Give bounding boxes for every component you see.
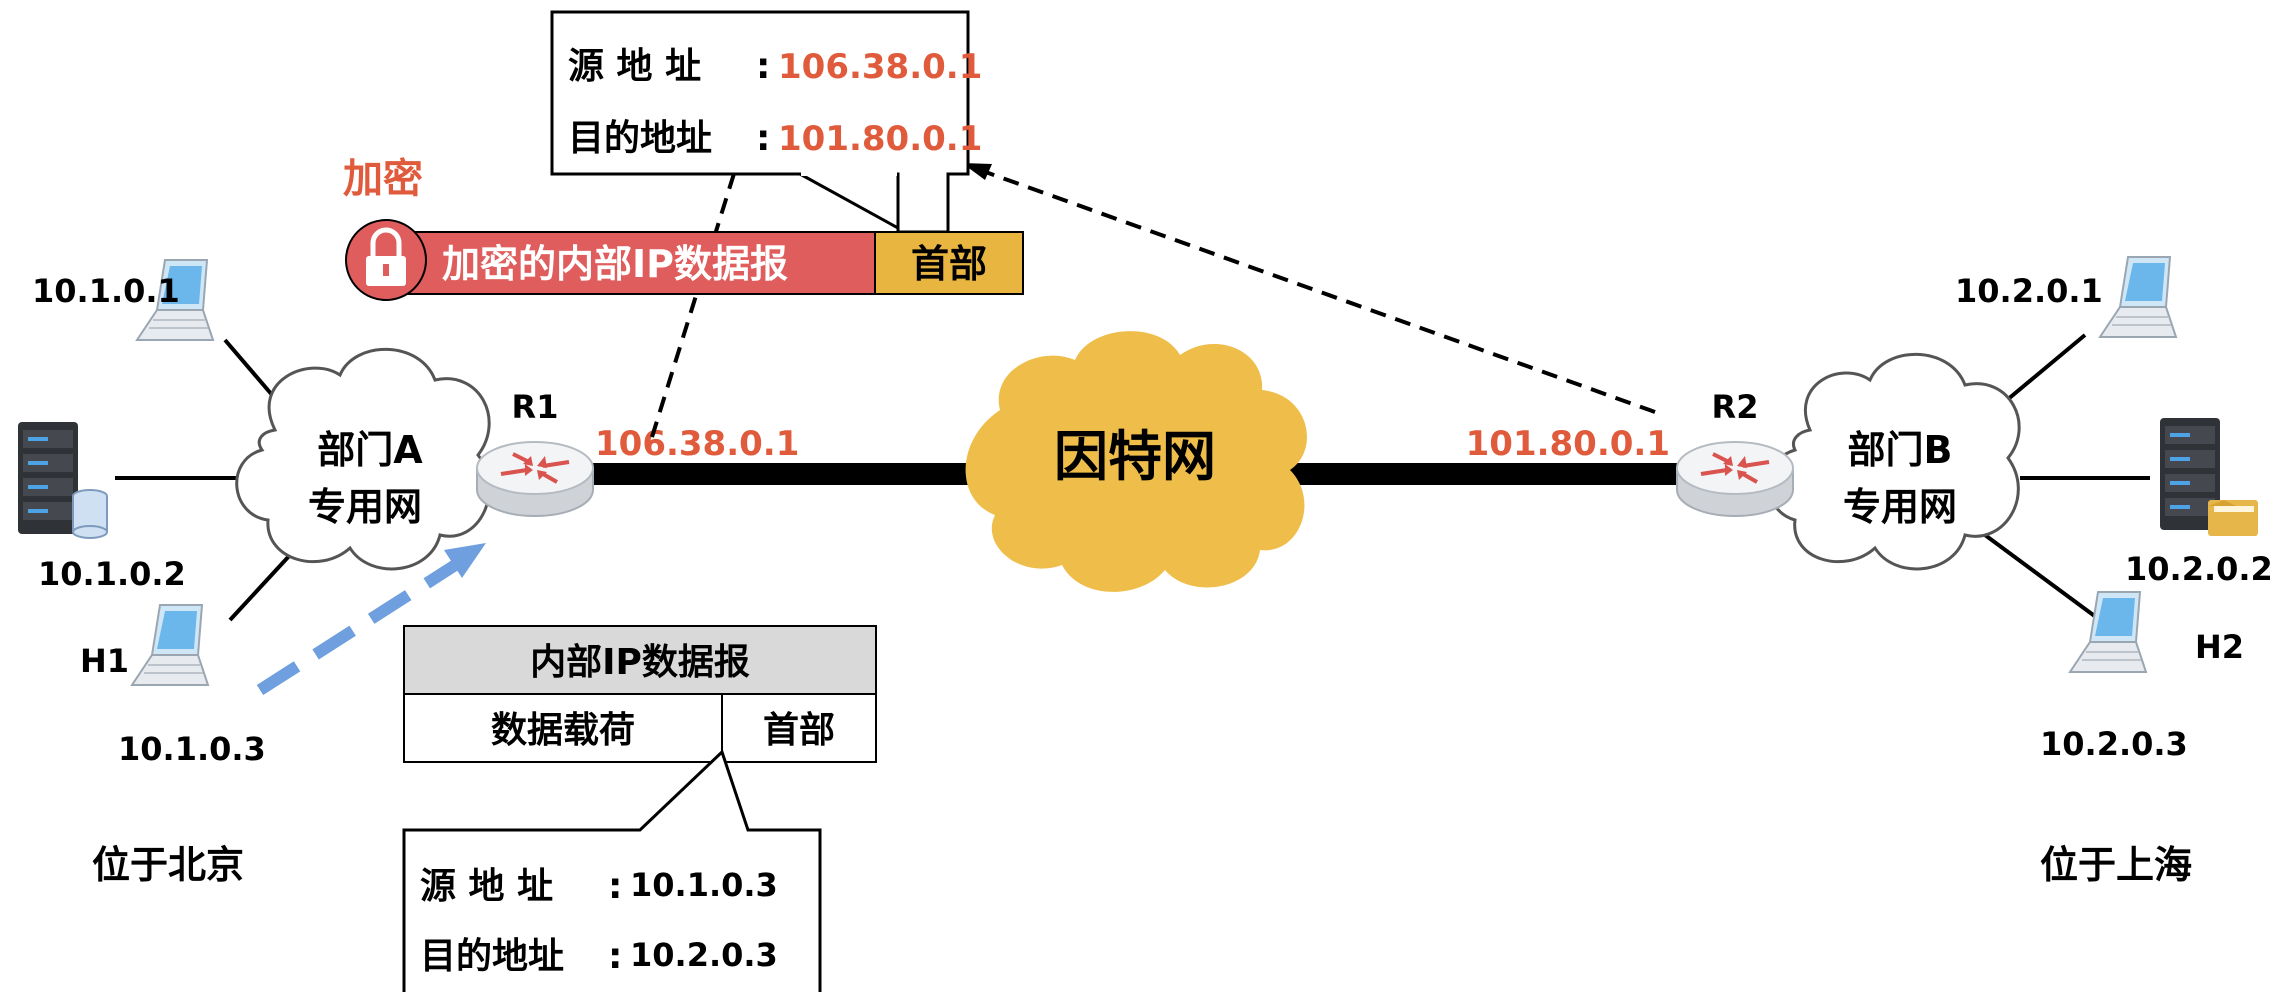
- encrypted-payload-label: 加密的内部IP数据报: [442, 242, 788, 286]
- laptop-icon-10-2-0-1: [2099, 256, 2177, 338]
- internet-label: 因特网: [1054, 425, 1216, 488]
- outer-src-value: 106.38.0.1: [778, 47, 982, 87]
- link-host-10-2-0-1: [1993, 333, 2087, 412]
- inner-src-value: 10.1.0.3: [630, 866, 778, 904]
- server-10-2-0-2-ip: 10.2.0.2: [2125, 550, 2273, 588]
- outer-header-callout: 源 地 址 : 106.38.0.1 目的地址 : 101.80.0.1: [550, 10, 982, 234]
- link-host-h1: [228, 553, 292, 622]
- outer-src-sep: :: [756, 46, 770, 87]
- router-r1: [475, 440, 595, 518]
- encryption-label: 加密: [343, 156, 423, 202]
- inner-src-label: 源 地 址: [420, 866, 553, 907]
- inner-src-sep: :: [608, 866, 622, 907]
- host-h2-ip: 10.2.0.3: [2040, 725, 2188, 763]
- outer-dst-label: 目的地址: [568, 118, 712, 159]
- router-r2: [1675, 440, 1795, 518]
- laptop-icon-h1: [131, 604, 209, 686]
- encrypted-header-label: 首部: [911, 242, 987, 286]
- outer-dst-sep: :: [756, 118, 770, 159]
- lock-icon: [345, 219, 427, 301]
- cloud-dept-b: 部门B 专用网: [1767, 352, 2021, 571]
- link-host-h2: [1983, 533, 2102, 622]
- inner-datagram: 内部IP数据报 数据载荷 首部: [403, 625, 877, 763]
- inner-header-callout: 源 地 址 : 10.1.0.3 目的地址 : 10.2.0.3: [402, 749, 822, 992]
- server-icon-10-1-0-2: [18, 422, 78, 534]
- inner-dst-sep: :: [608, 936, 622, 977]
- r2-name: R2: [1712, 388, 1759, 426]
- internet-cloud: 因特网: [965, 331, 1307, 592]
- right-location: 位于上海: [2040, 843, 2192, 887]
- host-h1-name: H1: [80, 642, 129, 680]
- inner-datagram-title: 内部IP数据报: [530, 642, 750, 683]
- cloud-b-line1: 部门B: [1848, 428, 1953, 472]
- r1-public-ip: 106.38.0.1: [595, 424, 799, 464]
- left-location: 位于北京: [92, 843, 244, 887]
- inner-payload-label: 数据载荷: [491, 710, 635, 751]
- server-10-1-0-2-ip: 10.1.0.2: [38, 555, 186, 593]
- outer-dst-value: 101.80.0.1: [778, 119, 982, 159]
- inner-dst-label: 目的地址: [420, 936, 564, 977]
- host-10-1-0-1-ip: 10.1.0.1: [32, 272, 180, 310]
- cloud-dept-a: 部门A 专用网: [235, 347, 491, 571]
- cloud-a-line1: 部门A: [317, 428, 423, 472]
- host-h1-ip: 10.1.0.3: [118, 730, 266, 768]
- inner-header-label: 首部: [763, 710, 835, 751]
- cloud-a-line2: 专用网: [308, 485, 422, 529]
- r1-name: R1: [512, 388, 559, 426]
- h1-to-r1-arrow: [256, 543, 486, 696]
- host-h2-name: H2: [2195, 628, 2244, 666]
- host-10-2-0-1-ip: 10.2.0.1: [1955, 272, 2103, 310]
- r2-public-ip: 101.80.0.1: [1466, 424, 1670, 464]
- outer-src-label: 源 地 址: [568, 46, 701, 87]
- folder-icon: [2208, 500, 2258, 536]
- cloud-b-line2: 专用网: [1843, 485, 1957, 529]
- encrypted-packet: 加密的内部IP数据报 首部: [384, 231, 1024, 295]
- database-icon: [72, 489, 108, 539]
- inner-dst-value: 10.2.0.3: [630, 936, 778, 974]
